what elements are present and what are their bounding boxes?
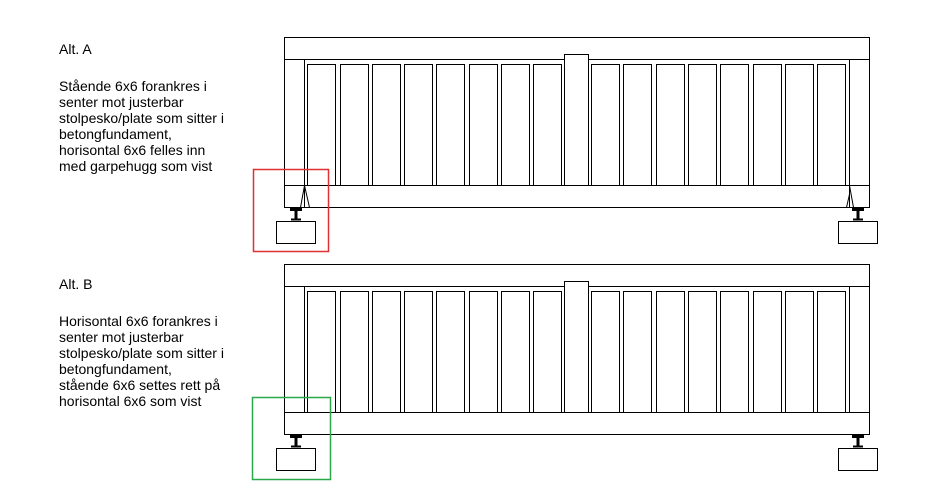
fence-slat: [307, 64, 336, 186]
fence-slat: [501, 64, 530, 186]
notch-line: [849, 185, 854, 208]
left-concrete-footing: [276, 448, 316, 471]
fence-slat: [340, 291, 369, 413]
fence-slat: [307, 291, 336, 413]
alt-a-title: Alt. A: [59, 41, 92, 57]
fence-slat: [688, 64, 717, 186]
fence-slat: [591, 64, 620, 186]
right-concrete-footing: [838, 448, 878, 471]
fence-slat: [404, 64, 433, 186]
highlight-box: [252, 168, 330, 253]
right-concrete-footing: [838, 221, 878, 244]
fence-slat: [656, 291, 685, 413]
fence-slat: [688, 291, 717, 413]
fence-slat: [785, 291, 814, 413]
fence-slat: [372, 64, 401, 186]
fence-slat: [436, 291, 465, 413]
alt-b-description: Horisontal 6x6 forankres i senter mot ju…: [59, 313, 224, 409]
fence-slat: [623, 64, 652, 186]
alt-a-description: Stående 6x6 forankres i senter mot juste…: [59, 78, 224, 174]
fence-slat: [501, 291, 530, 413]
fence-slat: [469, 64, 498, 186]
bottom-rail: [284, 412, 870, 435]
fence-slat: [436, 64, 465, 186]
fence-slat: [817, 291, 846, 413]
fence-slat: [623, 291, 652, 413]
right-post: [849, 59, 870, 186]
alt-b-title: Alt. B: [59, 276, 93, 292]
fence-slat: [533, 291, 562, 413]
fence-slat: [372, 291, 401, 413]
fence-slat: [720, 291, 749, 413]
fence-slat: [404, 291, 433, 413]
fence-slat: [720, 64, 749, 186]
bottom-rail: [303, 185, 853, 208]
notch-line: [300, 185, 305, 208]
fence-slat: [656, 64, 685, 186]
fence-slat: [753, 291, 782, 413]
fence-slat: [469, 291, 498, 413]
left-concrete-footing: [276, 221, 316, 244]
left-post: [284, 59, 305, 186]
fence-slat: [785, 64, 814, 186]
right-post: [849, 286, 870, 413]
left-post: [284, 286, 305, 413]
center-post: [564, 54, 589, 186]
center-post: [564, 281, 589, 413]
alt-a-fence: [252, 37, 878, 253]
alt-b-fence: [251, 264, 878, 481]
fence-slat: [753, 64, 782, 186]
fence-slat: [533, 64, 562, 186]
fence-slat: [817, 64, 846, 186]
highlight-box: [251, 396, 332, 481]
fence-slat: [340, 64, 369, 186]
fence-slat: [591, 291, 620, 413]
